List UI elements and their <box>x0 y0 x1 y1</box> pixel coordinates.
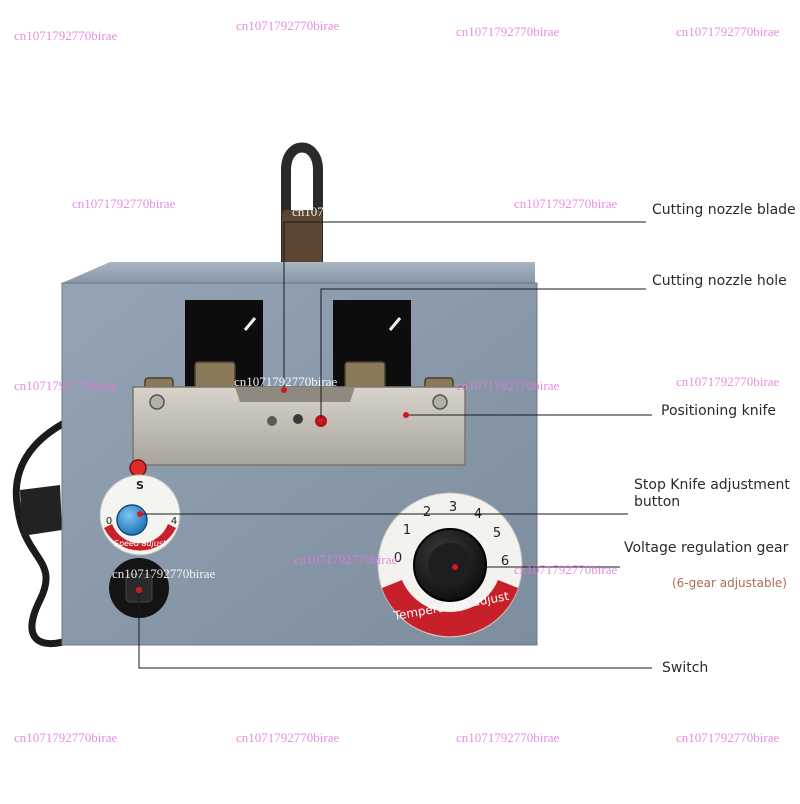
speed-dial-red-arc <box>104 524 176 551</box>
label-stop-knife-line2: button <box>634 494 681 510</box>
plate-notch <box>235 387 355 402</box>
temp-scale-6: 6 <box>501 554 509 569</box>
plate-screw-left <box>149 394 165 410</box>
power-cable-plug <box>20 485 62 536</box>
power-cable <box>12 416 72 648</box>
plate-hole-2 <box>293 414 303 424</box>
heating-handle-grip <box>282 210 322 270</box>
slot-glare-right <box>388 317 402 331</box>
callout-blade <box>283 221 646 390</box>
watermark: cn1071792770birae <box>236 18 340 33</box>
plate-hole-1 <box>267 416 277 426</box>
case-top <box>62 262 535 283</box>
watermark: cn1071792770birae <box>236 730 340 745</box>
temp-scale-5: 5 <box>493 526 501 541</box>
label-cutting-nozzle-hole: Cutting nozzle hole <box>652 273 787 289</box>
watermark: cn1071792770birae <box>72 196 176 211</box>
speed-min-mark: 0 <box>106 516 112 527</box>
speed-top-mark: S <box>136 479 144 492</box>
label-stop-knife-line1: Stop Knife adjustment <box>634 477 790 493</box>
watermark: cn1071792770birae <box>676 374 780 389</box>
watermark: cn1071792770birae <box>234 374 338 389</box>
slot-glare-left <box>243 317 257 331</box>
callout-lines <box>138 221 652 669</box>
heating-handle <box>281 142 323 270</box>
callout-switch <box>138 590 652 669</box>
temp-dial-red-band <box>382 580 518 637</box>
watermark: cn1071792770birae <box>456 730 560 745</box>
indicator-led <box>129 459 147 477</box>
callout-dots <box>136 387 458 593</box>
label-positioning-knife: Positioning knife <box>661 403 777 419</box>
label-voltage-regulation: Voltage regulation gear <box>624 540 789 556</box>
watermark: cn1071792770birae <box>14 378 118 393</box>
plate-screw-right <box>432 394 448 410</box>
watermark: cn1071792770birae <box>676 24 780 39</box>
temp-scale-3: 3 <box>449 500 457 515</box>
label-cutting-nozzle-blade: Cutting nozzle blade <box>652 202 796 218</box>
watermark: cn1071792770birae <box>456 378 560 393</box>
callout-hole <box>320 288 646 421</box>
temp-scale-0: 0 <box>394 551 402 566</box>
temp-scale: 0 1 2 3 4 5 6 <box>394 500 509 569</box>
speed-adjust-label: Speed adjust <box>114 539 167 548</box>
label-voltage-note: (6-gear adjustable) <box>672 576 787 590</box>
watermark: cn1071792770birae <box>456 24 560 39</box>
temp-scale-1: 1 <box>403 523 411 538</box>
speed-max-mark: 4 <box>171 516 177 527</box>
watermark: cn1071792770birae <box>112 566 216 581</box>
temp-scale-4: 4 <box>474 507 482 522</box>
watermark: cn1071792770birae <box>14 730 118 745</box>
watermark: cn1071792770birae <box>514 196 618 211</box>
watermark: cn1071792770birae <box>292 204 396 219</box>
temp-scale-2: 2 <box>423 505 431 520</box>
speed-knob[interactable] <box>116 504 148 536</box>
watermark: cn1071792770birae <box>676 730 780 745</box>
temp-knob-cap <box>428 543 472 587</box>
watermark: cn1071792770birae <box>514 562 618 577</box>
watermark: cn1071792770birae <box>294 552 398 567</box>
label-switch: Switch <box>662 660 709 676</box>
watermark: cn1071792770birae <box>14 28 118 43</box>
